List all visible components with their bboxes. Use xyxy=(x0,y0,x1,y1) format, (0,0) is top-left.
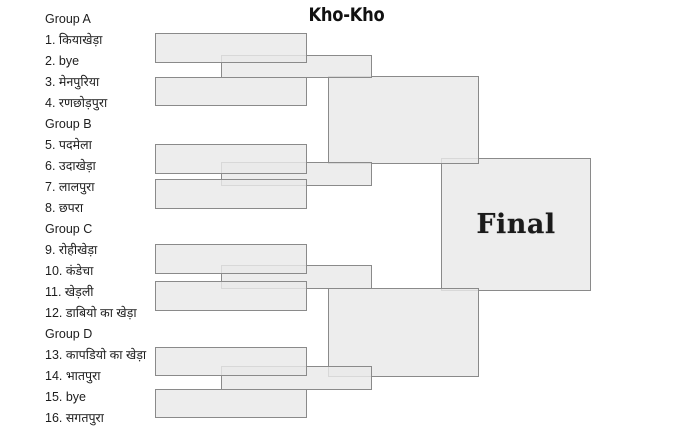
entry-item: 1. कियाखेड़ा xyxy=(45,33,103,47)
round-1-match-slot[interactable] xyxy=(155,347,307,376)
final-match-slot[interactable]: Final xyxy=(441,158,591,291)
group-label: Group A xyxy=(45,12,91,26)
entry-item: 9. रोहीखेड़ा xyxy=(45,243,98,257)
entry-item: 11. खेड़ली xyxy=(45,285,94,299)
round-3-match-slot[interactable] xyxy=(328,288,479,377)
round-1-match-slot[interactable] xyxy=(155,77,307,106)
entry-item: 4. रणछोड़पुरा xyxy=(45,96,108,110)
entry-item: 7. लालपुरा xyxy=(45,180,95,194)
page-title: Kho-Kho xyxy=(308,4,385,26)
entry-item: 10. कंडेचा xyxy=(45,264,94,278)
entry-list: Group A 1. कियाखेड़ा 2. bye 3. मेनपुरिया 4. … xyxy=(45,0,160,448)
group-label: Group B xyxy=(45,117,92,131)
round-1-match-slot[interactable] xyxy=(155,281,307,311)
round-1-match-slot[interactable] xyxy=(155,244,307,274)
entry-item: 15. bye xyxy=(45,390,87,404)
entry-item: 2. bye xyxy=(45,54,80,68)
entry-item: 12. डाबियो का खेड़ा xyxy=(45,306,137,320)
group-label: Group C xyxy=(45,222,93,236)
round-1-match-slot[interactable] xyxy=(155,33,307,63)
entry-item: 5. पदमेला xyxy=(45,138,92,152)
group-label: Group D xyxy=(45,327,93,341)
entry-item: 14. भातपुरा xyxy=(45,369,101,383)
entry-item: 16. सगतपुरा xyxy=(45,411,104,425)
entry-item: 3. मेनपुरिया xyxy=(45,75,100,89)
entry-item: 13. कापडियो का खेड़ा xyxy=(45,348,147,362)
entry-item: 6. उदाखेड़ा xyxy=(45,159,96,173)
round-1-match-slot[interactable] xyxy=(155,179,307,209)
round-1-match-slot[interactable] xyxy=(155,389,307,418)
round-3-match-slot[interactable] xyxy=(328,76,479,164)
round-1-match-slot[interactable] xyxy=(155,144,307,174)
final-label: Final xyxy=(476,209,556,240)
entry-item: 8. छपरा xyxy=(45,201,84,215)
